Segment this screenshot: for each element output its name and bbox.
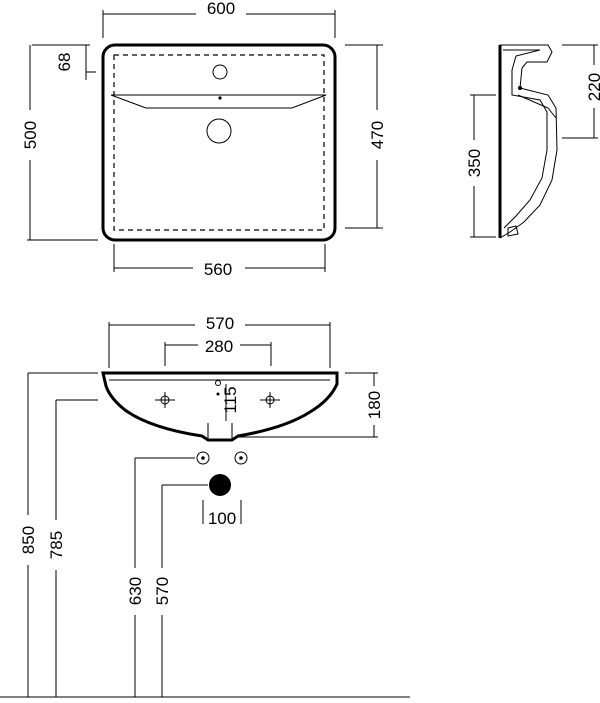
- dim-waste-height: 570: [153, 577, 172, 605]
- front-view: 570 280 115 180: [101, 314, 384, 442]
- dim-underside-height: 785: [47, 531, 66, 559]
- fixing-hole-left: [155, 392, 175, 408]
- dim-rear-height: 220: [585, 73, 600, 101]
- supply-left: [196, 451, 210, 465]
- waste-outlet: [209, 474, 231, 496]
- dim-rim-height: 850: [19, 526, 38, 554]
- side-profile-outer: [499, 44, 558, 239]
- overflow-hole-front: [215, 380, 221, 386]
- dim-fixing-centers: 280: [205, 337, 233, 356]
- installation-view: 100 850 785 630 570: [0, 372, 410, 698]
- overflow-hole: [218, 96, 222, 100]
- top-view: 600 68 500 470 560: [21, 0, 387, 279]
- basin-front-outline: [101, 371, 339, 442]
- dim-bowl-height: 350: [465, 149, 484, 177]
- side-view: 220 350: [465, 44, 600, 239]
- dim-overall-width: 600: [207, 0, 235, 18]
- dim-drain-offset: 115: [221, 386, 240, 413]
- dim-tap-hole-offset: 68: [55, 53, 74, 72]
- dim-overall-depth: 500: [21, 121, 40, 149]
- supply-right: [234, 451, 248, 465]
- dim-waste-diameter: 100: [208, 509, 236, 528]
- dim-inner-depth: 470: [368, 121, 387, 149]
- dim-inner-width: 560: [204, 260, 232, 279]
- dim-supply-height: 630: [126, 577, 145, 605]
- dim-basin-height: 180: [365, 391, 384, 419]
- rear-shelf: [110, 94, 327, 109]
- basin-outline-top: [101, 43, 337, 242]
- tap-hole: [212, 64, 228, 80]
- side-profile-inner: [503, 49, 548, 229]
- dim-bowl-width: 570: [206, 314, 234, 333]
- bowl-hidden-outline: [113, 54, 325, 231]
- fixing-hole-right: [260, 392, 280, 408]
- drain-hole: [206, 118, 232, 144]
